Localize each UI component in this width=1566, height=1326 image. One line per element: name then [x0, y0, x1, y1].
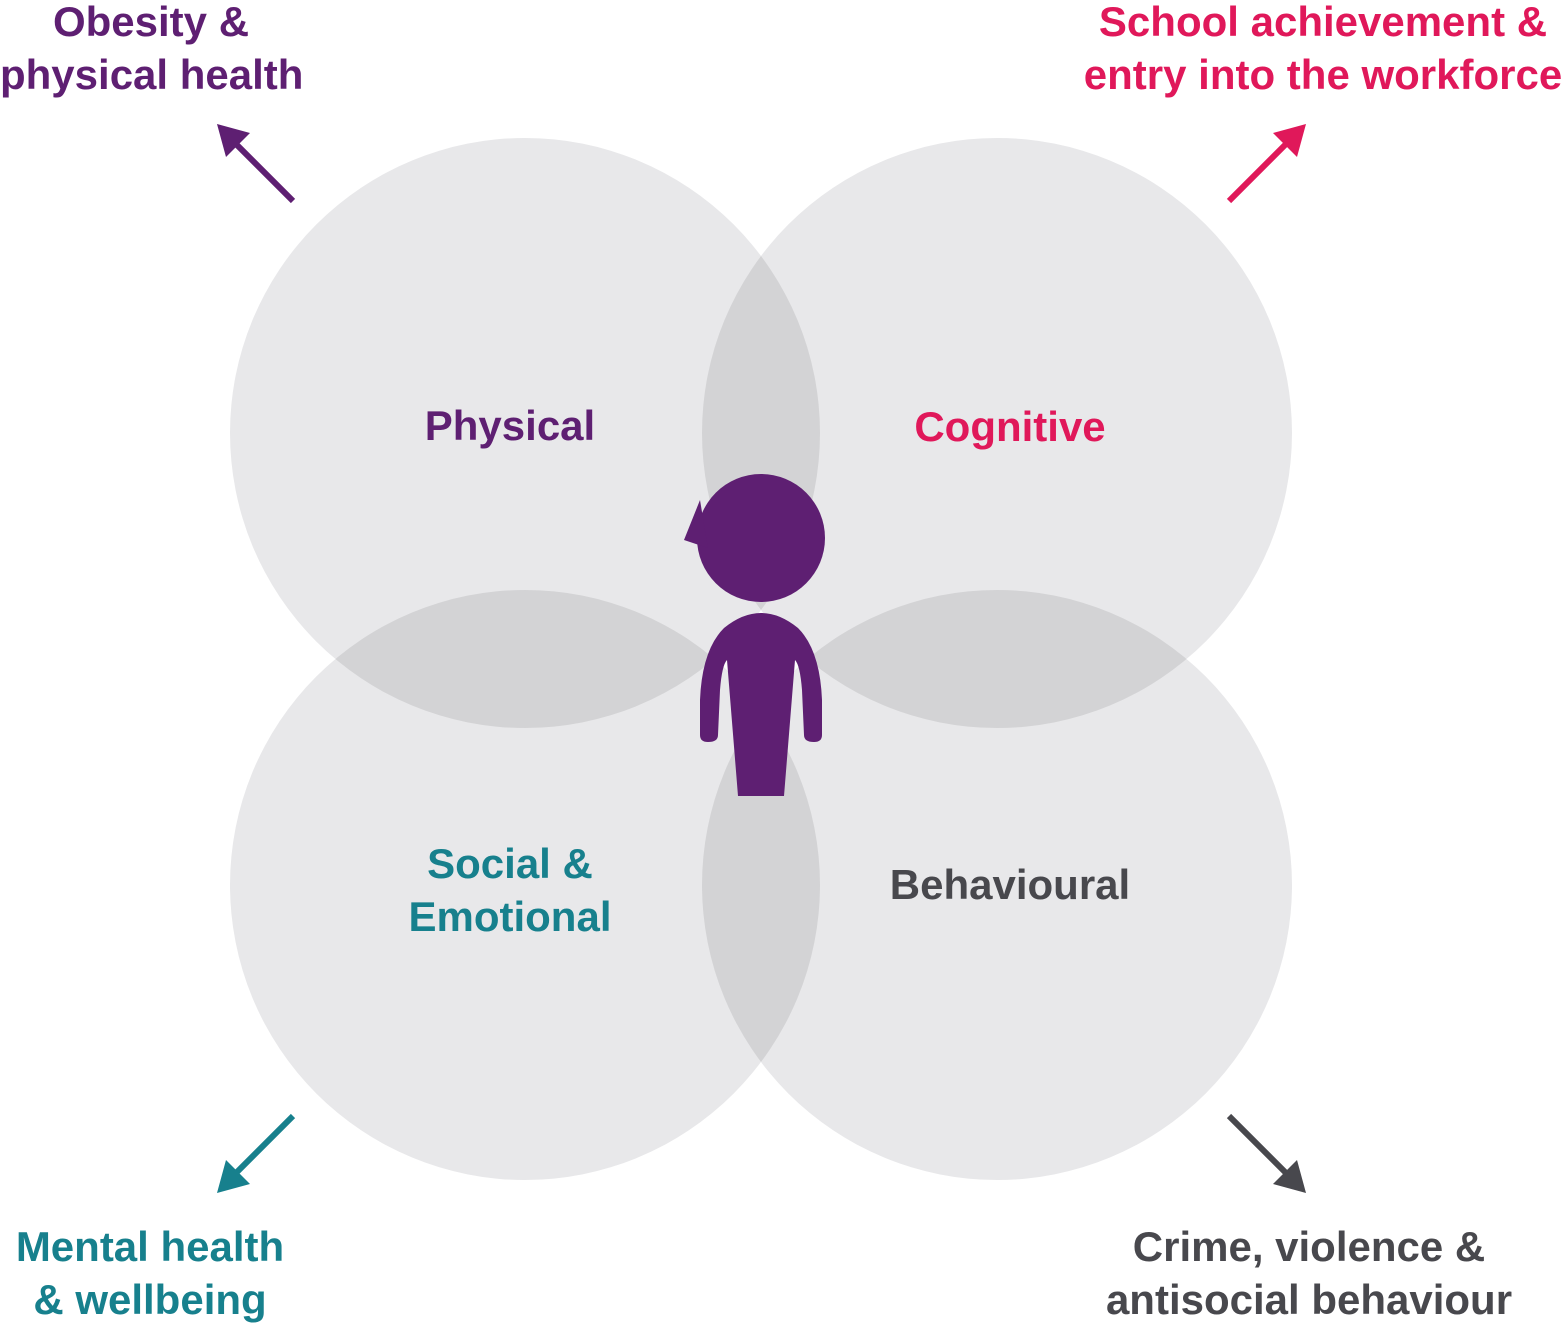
- outcome-cognitive-line1: School achievement &: [1080, 0, 1566, 49]
- arrow-down-left-icon: [217, 1116, 293, 1193]
- outcome-label-behavioural: Crime, violence & antisocial behaviour: [1094, 1221, 1524, 1326]
- outcome-physical-line1: Obesity &: [0, 0, 302, 49]
- arrow-down-right-icon: [1229, 1116, 1306, 1193]
- domain-label-social-emotional: Social & Emotional: [360, 838, 660, 943]
- outcome-cognitive-line2: entry into the workforce: [1080, 49, 1566, 102]
- domain-label-cognitive: Cognitive: [860, 401, 1160, 454]
- domain-label-physical: Physical: [360, 400, 660, 453]
- outcome-behavioural-line1: Crime, violence &: [1094, 1221, 1524, 1274]
- arrow-up-left-icon: [217, 124, 293, 201]
- domain-social-line2: Emotional: [360, 891, 660, 944]
- outcome-social-line1: Mental health: [0, 1221, 300, 1274]
- outcome-behavioural-line2: antisocial behaviour: [1094, 1274, 1524, 1326]
- outcome-label-physical: Obesity & physical health: [0, 0, 302, 101]
- arrow-up-right-icon: [1229, 124, 1306, 201]
- domain-label-behavioural: Behavioural: [860, 859, 1160, 912]
- outcome-label-cognitive: School achievement & entry into the work…: [1080, 0, 1566, 101]
- outcome-social-line2: & wellbeing: [0, 1274, 300, 1326]
- domain-physical-text: Physical: [360, 400, 660, 453]
- domain-behavioural-text: Behavioural: [860, 859, 1160, 912]
- outcome-physical-line2: physical health: [0, 49, 302, 102]
- outcome-label-social: Mental health & wellbeing: [0, 1221, 300, 1326]
- domain-cognitive-text: Cognitive: [860, 401, 1160, 454]
- domain-social-line1: Social &: [360, 838, 660, 891]
